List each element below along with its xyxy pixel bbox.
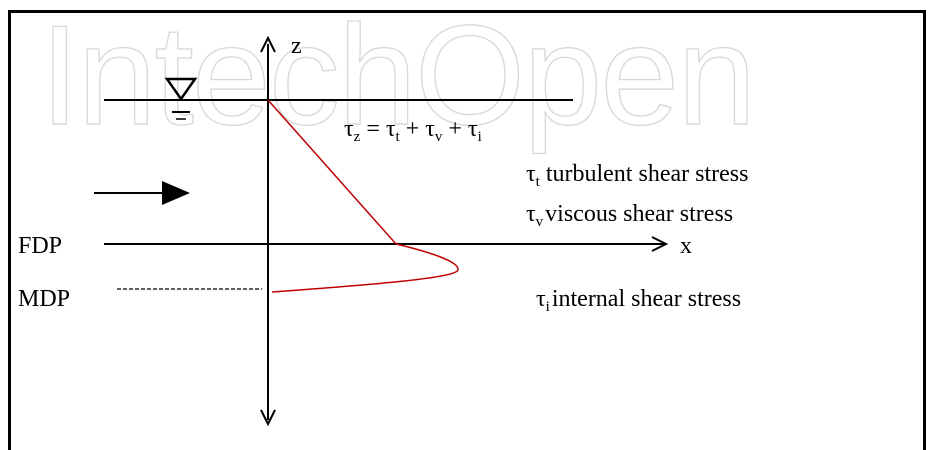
watermark: IntechOpen <box>39 0 757 156</box>
legend-viscous-text: viscous shear stress <box>545 201 733 227</box>
water-level-symbol <box>164 77 198 102</box>
eq-lhs-sub: z <box>354 129 361 145</box>
legend-internal: τiinternal shear stress <box>536 286 741 315</box>
svg-text:τiinternal shear stress: τiinternal shear stress <box>536 286 741 315</box>
legend-internal-text: internal shear stress <box>552 286 741 312</box>
shear-equation: τz = τt + τv + τi <box>344 116 482 145</box>
svg-text:τz = τt + τv + τi: τz = τt + τv + τi <box>344 116 482 145</box>
eq-term-v-sub: v <box>435 129 443 145</box>
z-axis-top-arrow <box>260 35 276 53</box>
diagram-canvas: IntechOpen z x FDP MDP <box>8 0 926 450</box>
figure-frame <box>8 10 926 450</box>
svg-text:τvviscous shear stress: τvviscous shear stress <box>526 201 733 230</box>
z-axis-bottom-arrow <box>260 409 276 427</box>
x-axis-arrow <box>651 236 669 252</box>
legend-viscous: τvviscous shear stress <box>526 201 733 230</box>
legend-turbulent-text: turbulent shear stress <box>546 161 749 187</box>
z-axis-label: z <box>291 33 302 59</box>
eq-term-i-sub: i <box>478 129 482 145</box>
x-axis-label: x <box>680 233 692 259</box>
mdp-label: MDP <box>18 286 70 312</box>
fdp-label: FDP <box>18 233 62 259</box>
shear-stress-profile <box>267 99 459 293</box>
eq-term-t-sub: t <box>396 129 401 145</box>
